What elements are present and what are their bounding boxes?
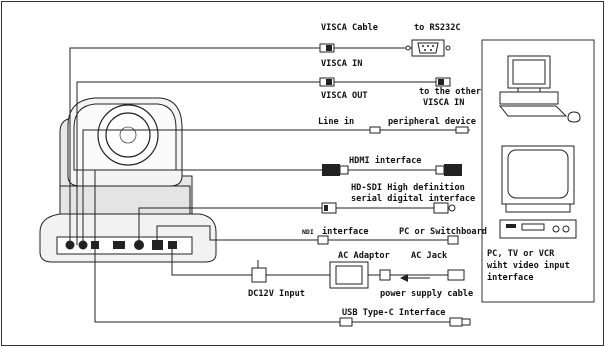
label-visca-in: VISCA IN — [321, 59, 362, 69]
label-ac-jack: AC Jack — [411, 251, 448, 261]
camera-icon — [39, 97, 217, 263]
computer-icon — [498, 55, 581, 123]
label-hdsdi-2: serial digital interface — [351, 193, 475, 204]
label-to-other-1: to the other — [419, 87, 481, 97]
label-power-cable: power supply cable — [380, 289, 473, 299]
label-hdsdi-1: HD-SDI High definition — [351, 182, 465, 193]
label-peripheral: peripheral device — [388, 116, 476, 127]
hdmi-connector — [322, 164, 462, 176]
label-ac-adaptor: AC Adaptor — [338, 251, 390, 261]
ndi-logo: NDI — [302, 228, 314, 236]
label-usb: USB Type-C Interface — [342, 308, 445, 318]
sdi-connector — [321, 202, 456, 214]
label-pc-switch: PC or Switchboard — [399, 226, 487, 237]
usb-connector — [339, 317, 471, 327]
label-to-other-2: VISCA IN — [423, 98, 464, 108]
label-ndi: interface — [322, 226, 369, 237]
visca-out-connector — [319, 77, 451, 87]
label-side-2: wiht video input — [487, 260, 570, 271]
audio-connector — [369, 126, 469, 134]
label-visca-out: VISCA OUT — [321, 91, 368, 101]
label-side-1: PC, TV or VCR — [487, 249, 555, 259]
label-dc12v: DC12V Input — [248, 289, 305, 299]
vcr-icon — [499, 219, 577, 239]
label-hdmi: HDMI interface — [349, 155, 421, 166]
visca-cable-connector — [319, 39, 451, 57]
ac-adaptor-icon — [251, 260, 465, 289]
label-visca-cable: VISCA Cable — [321, 23, 378, 33]
label-side-3: interface — [487, 272, 534, 283]
label-to-rs232c: to RS232C — [414, 23, 461, 33]
label-line-in: Line in — [318, 116, 354, 127]
lan-connector — [317, 235, 459, 245]
tv-icon — [501, 145, 575, 213]
